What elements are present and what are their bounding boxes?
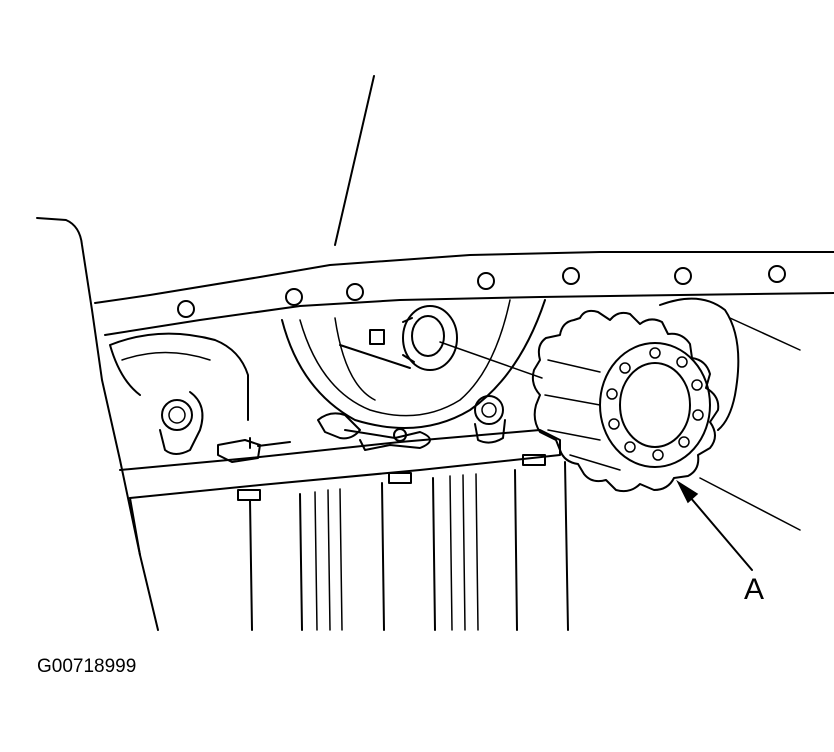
shaft-cylinder (339, 305, 543, 379)
callout-arrow (676, 479, 753, 571)
left-bolt (159, 391, 204, 455)
rail-bottom-edge (104, 292, 834, 336)
strainer-arm (317, 412, 431, 451)
rail-bolt-holes (177, 265, 786, 318)
gear-housing (659, 297, 740, 431)
callout-label-a: A (744, 573, 765, 606)
center-bolt (474, 395, 506, 444)
pan-flange (119, 429, 561, 499)
gear-a (531, 309, 720, 493)
center-bore (281, 299, 546, 429)
left-bore (109, 332, 249, 421)
engine-block-outline (36, 217, 159, 631)
pan-ribs (249, 461, 569, 631)
flange-lugs (237, 454, 546, 501)
rail-top-edge (94, 251, 834, 304)
upper-edge-line (334, 75, 375, 246)
gear-bolt-ring (606, 347, 704, 461)
figure-id: G00718999 (37, 656, 137, 677)
